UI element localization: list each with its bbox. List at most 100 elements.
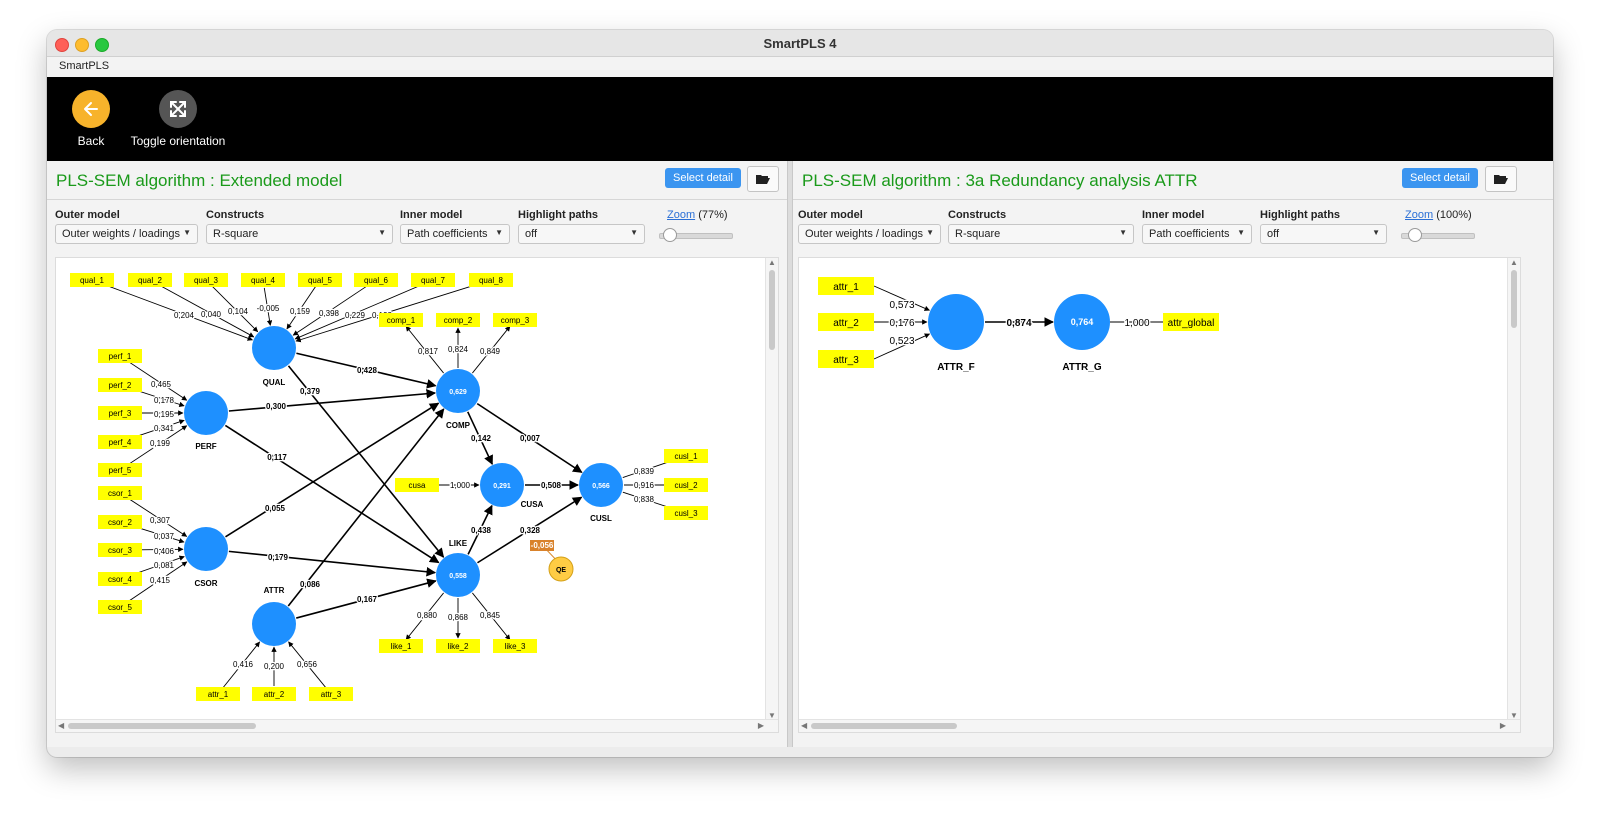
path-comp-cusa [467,411,493,466]
path-coef-csor-like: 0,179 [268,553,289,562]
indicator-attr_2-box [818,313,874,331]
left-highlight-paths-select[interactable]: off▼ [518,224,645,244]
minimize-window-button[interactable] [75,38,89,52]
outer-arrow-attr_1 [222,641,260,689]
indicator-qual_3-box [184,273,228,287]
indicator-attr_3-label: attr_3 [321,690,342,699]
left-inner-model-select[interactable]: Path coefficients▼ [400,224,510,244]
indicator-cusl_2-box [664,478,708,492]
weight-csor_1: 0,307 [150,516,171,525]
left-path-diagram[interactable]: qual_10,204qual_20,040qual_30,104qual_4-… [56,258,764,718]
left-horizontal-scrollbar[interactable]: ◀ ▶ [56,719,778,732]
weight-perf_3: 0,195 [154,410,175,419]
left-zoom-slider[interactable] [659,228,733,242]
path-coef-attr-comp: 0,086 [300,580,321,589]
indicator-perf_3-label: perf_3 [109,409,132,418]
indicator-cusl_2-label: cusl_2 [674,481,698,490]
path-coef-comp-cusa: 0,142 [471,434,492,443]
left-outer-model-select[interactable]: Outer weights / loadings▼ [55,224,198,244]
right-zoom-slider-thumb[interactable] [1408,228,1422,242]
right-vertical-scrollbar[interactable]: ▲ ▼ [1507,258,1520,720]
construct-label-qe: QE [556,567,566,574]
left-zoom-slider-thumb[interactable] [663,228,677,242]
close-window-button[interactable] [55,38,69,52]
indicator-perf_5-label: perf_5 [109,466,132,475]
indicator-attr_1-box [196,687,240,701]
left-open-folder-button[interactable] [747,166,779,192]
outer-arrow-comp_1 [405,325,444,374]
toggle-orientation-label: Toggle orientation [130,134,226,148]
expand-arrows-icon [159,90,197,128]
construct-qual [252,326,296,370]
indicator-qual_6-label: qual_6 [364,276,389,285]
weight-perf_2: 0,178 [154,396,175,405]
r2-cusa: 0,291 [493,483,511,490]
right-highlight-paths-label: Highlight paths [1260,209,1341,221]
back-arrow-icon [72,90,110,128]
weight-cusl_3: 0,838 [634,495,655,504]
weight-attr_2: 0,176 [889,318,914,329]
menu-smartpls[interactable]: SmartPLS [59,60,110,72]
weight-qual_3: 0,104 [228,307,249,316]
right-inner-model-label: Inner model [1142,209,1205,221]
path-coef-like-cusa: 0,438 [471,526,492,535]
toggle-orientation-button[interactable]: Toggle orientation [130,90,226,148]
chevron-down-icon: ▼ [926,228,934,237]
back-button[interactable]: Back [66,90,116,148]
indicator-qual_4-box [241,273,285,287]
construct-cusa [480,463,524,507]
indicator-csor_2-label: csor_2 [108,518,133,527]
r2-like: 0,558 [449,573,467,580]
indicator-like_2-label: like_2 [448,642,469,651]
outer-arrow-qual_8 [295,281,484,343]
indicator-attr_2-box [252,687,296,701]
indicator-csor_3-label: csor_3 [108,546,133,555]
left-vertical-scrollbar[interactable]: ▲ ▼ [765,258,778,720]
right-panel: PLS-SEM algorithm : 3a Redundancy analys… [793,161,1553,747]
indicator-qual_1-label: qual_1 [80,276,105,285]
left-zoom-link[interactable]: Zoom [667,209,696,221]
left-select-detail-button[interactable]: Select detail [665,168,741,188]
weight-cusl_1: 0,839 [634,467,655,476]
r2-comp: 0,629 [449,389,467,396]
right-open-folder-button[interactable] [1485,166,1517,192]
right-outer-model-select[interactable]: Outer weights / loadings▼ [798,224,941,244]
weight-qual_7: 0,229 [345,311,366,320]
right-highlight-paths-select[interactable]: off▼ [1260,224,1387,244]
indicator-perf_2-label: perf_2 [109,381,132,390]
weight-comp_3: 0,849 [480,347,501,356]
path-coef-comp-cusl: 0,007 [520,434,541,443]
indicator-like_2-box [436,639,480,653]
right-inner-model-select[interactable]: Path coefficients▼ [1142,224,1252,244]
indicator-qual_2-label: qual_2 [138,276,163,285]
maximize-window-button[interactable] [95,38,109,52]
indicator-attr_global-label: attr_global [1168,318,1215,329]
weight-csor_3: 0,406 [154,547,175,556]
left-constructs-select[interactable]: R-square▼ [206,224,393,244]
weight-perf_1: 0,465 [151,380,172,389]
path-coef-attr_f-attr_g: 0,874 [1006,318,1031,329]
path-csor-like [228,550,437,577]
indicator-csor_5-label: csor_5 [108,603,133,612]
weight-like_3: 0,845 [480,611,501,620]
construct-label-attr_f: ATTR_F [937,362,975,373]
right-constructs-select[interactable]: R-square▼ [948,224,1134,244]
right-select-detail-button[interactable]: Select detail [1402,168,1478,188]
right-zoom-link[interactable]: Zoom [1405,209,1434,221]
weight-cusa: 1,000 [450,481,471,490]
outer-arrow-qual_2 [156,283,255,338]
indicator-comp_2-label: comp_2 [444,316,473,325]
path-like-cusa [467,504,493,555]
right-outer-model-label: Outer model [798,209,863,221]
right-horizontal-scrollbar[interactable]: ◀ ▶ [799,719,1520,732]
right-zoom-slider[interactable] [1401,228,1475,242]
weight-qual_1: 0,204 [174,311,195,320]
indicator-perf_2-box [98,378,142,392]
indicator-qual_7-label: qual_7 [421,276,446,285]
indicator-qual_1-box [70,273,114,287]
construct-attr [252,602,296,646]
split-pane-divider[interactable] [787,161,793,747]
